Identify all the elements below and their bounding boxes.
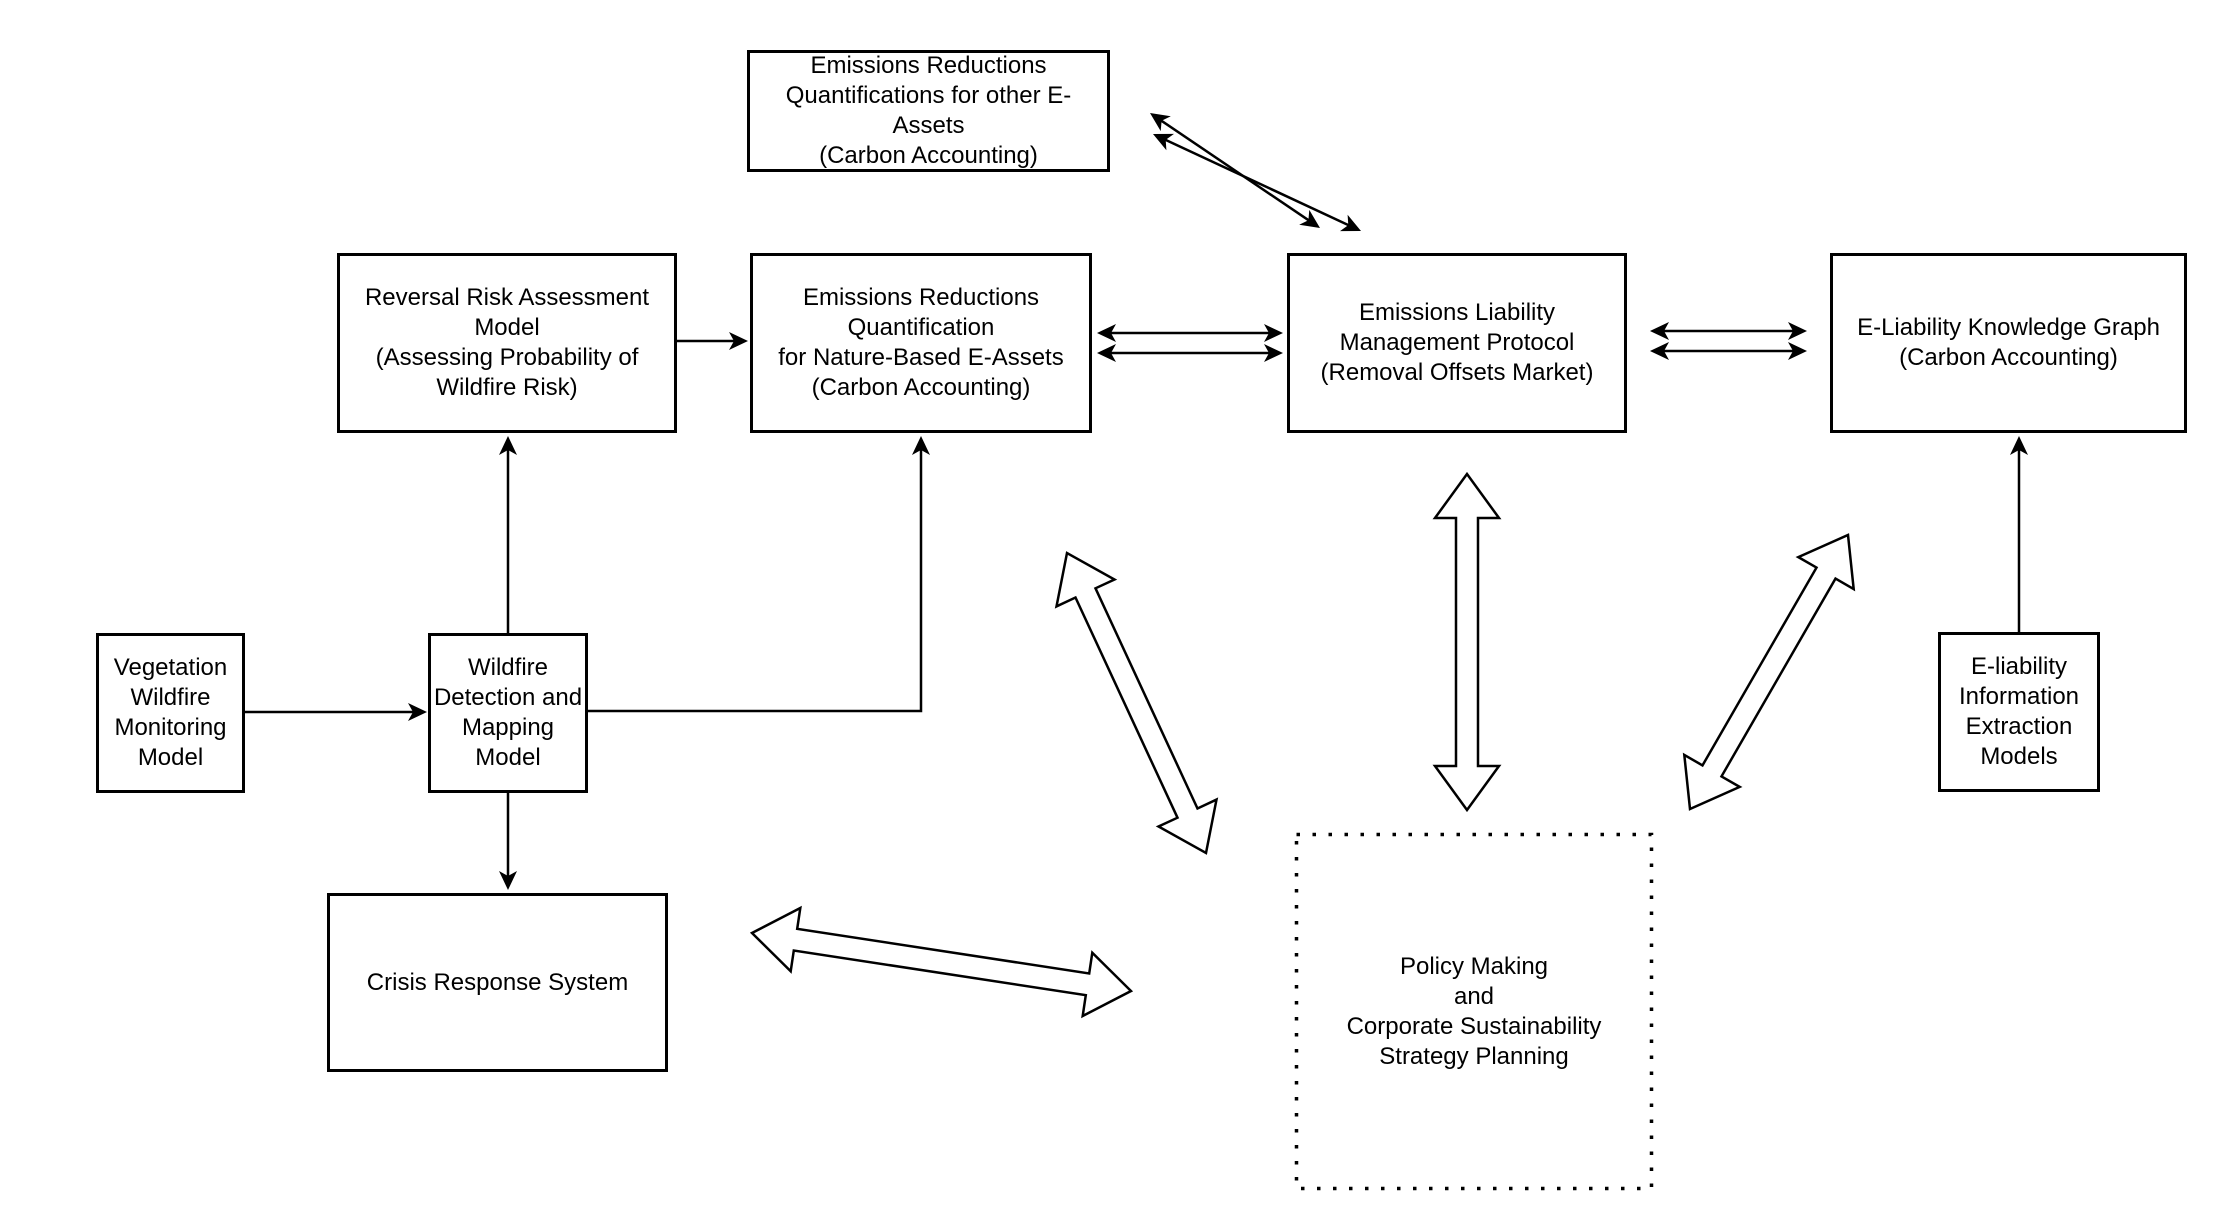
connector-elmp-knowledge-graph-lower (1650, 342, 1807, 360)
knowledge-graph-box: E-Liability Knowledge Graph (Carbon Acco… (1830, 253, 2187, 433)
emissions-reductions-other-label: Emissions Reductions Quantifications for… (785, 52, 1072, 169)
hollow-arrow-elmp-policy (1432, 471, 1502, 813)
connector-other-eassets-elmp-lower (1153, 133, 1361, 232)
connector-elmp-knowledge-graph-upper (1650, 322, 1807, 340)
e-liability-extraction-box: E-liability Information Extraction Model… (1938, 632, 2100, 792)
emissions-reductions-other-box: Emissions Reductions Quantifications for… (747, 50, 1110, 172)
connector-reversal-risk-to-err-quant (677, 332, 748, 350)
e-liability-extraction-label: E-liability Information Extraction Model… (1958, 653, 2080, 770)
connector-wildfire-detection-to-reversal-risk (499, 436, 517, 633)
policy-making-box: Policy Making and Corporate Sustainabili… (1295, 833, 1653, 1190)
err-quant-nature-box: Emissions Reductions Quantification for … (750, 253, 1092, 433)
reversal-risk-label: Reversal Risk Assessment Model (Assessin… (364, 284, 650, 401)
connector-wildfire-detection-to-crisis (499, 793, 517, 890)
connector-errquant-elmp-upper (1097, 324, 1283, 342)
knowledge-graph-label: E-Liability Knowledge Graph (Carbon Acco… (1857, 314, 2160, 371)
connector-extraction-to-knowledge-graph (2010, 436, 2028, 632)
reversal-risk-box: Reversal Risk Assessment Model (Assessin… (337, 253, 677, 433)
vegetation-monitoring-label: Vegetation Wildfire Monitoring Model (113, 654, 228, 771)
emissions-liability-label: Emissions Liability Management Protocol … (1320, 299, 1594, 386)
hollow-arrow-errquant-policy (1054, 551, 1219, 855)
wildfire-detection-label: Wildfire Detection and Mapping Model (433, 654, 583, 771)
err-quant-nature-label: Emissions Reductions Quantification for … (778, 284, 1064, 401)
policy-making-label: Policy Making and Corporate Sustainabili… (1346, 952, 1602, 1070)
connector-other-eassets-elmp-upper (1150, 113, 1320, 228)
policy-box-border (1294, 832, 1654, 1191)
connector-vegetation-to-wildfire-detection (245, 703, 427, 721)
hollow-arrow-crisis-policy (749, 905, 1134, 1019)
hollow-arrow-policy-knowledge-graph (1682, 533, 1856, 811)
vegetation-monitoring-box: Vegetation Wildfire Monitoring Model (96, 633, 245, 793)
emissions-liability-box: Emissions Liability Management Protocol … (1287, 253, 1627, 433)
crisis-response-box: Crisis Response System (327, 893, 668, 1072)
connector-wildfire-detection-to-err-quant (588, 436, 930, 713)
wildfire-detection-box: Wildfire Detection and Mapping Model (428, 633, 588, 793)
connector-errquant-elmp-lower (1097, 344, 1283, 362)
crisis-response-label: Crisis Response System (366, 968, 629, 996)
